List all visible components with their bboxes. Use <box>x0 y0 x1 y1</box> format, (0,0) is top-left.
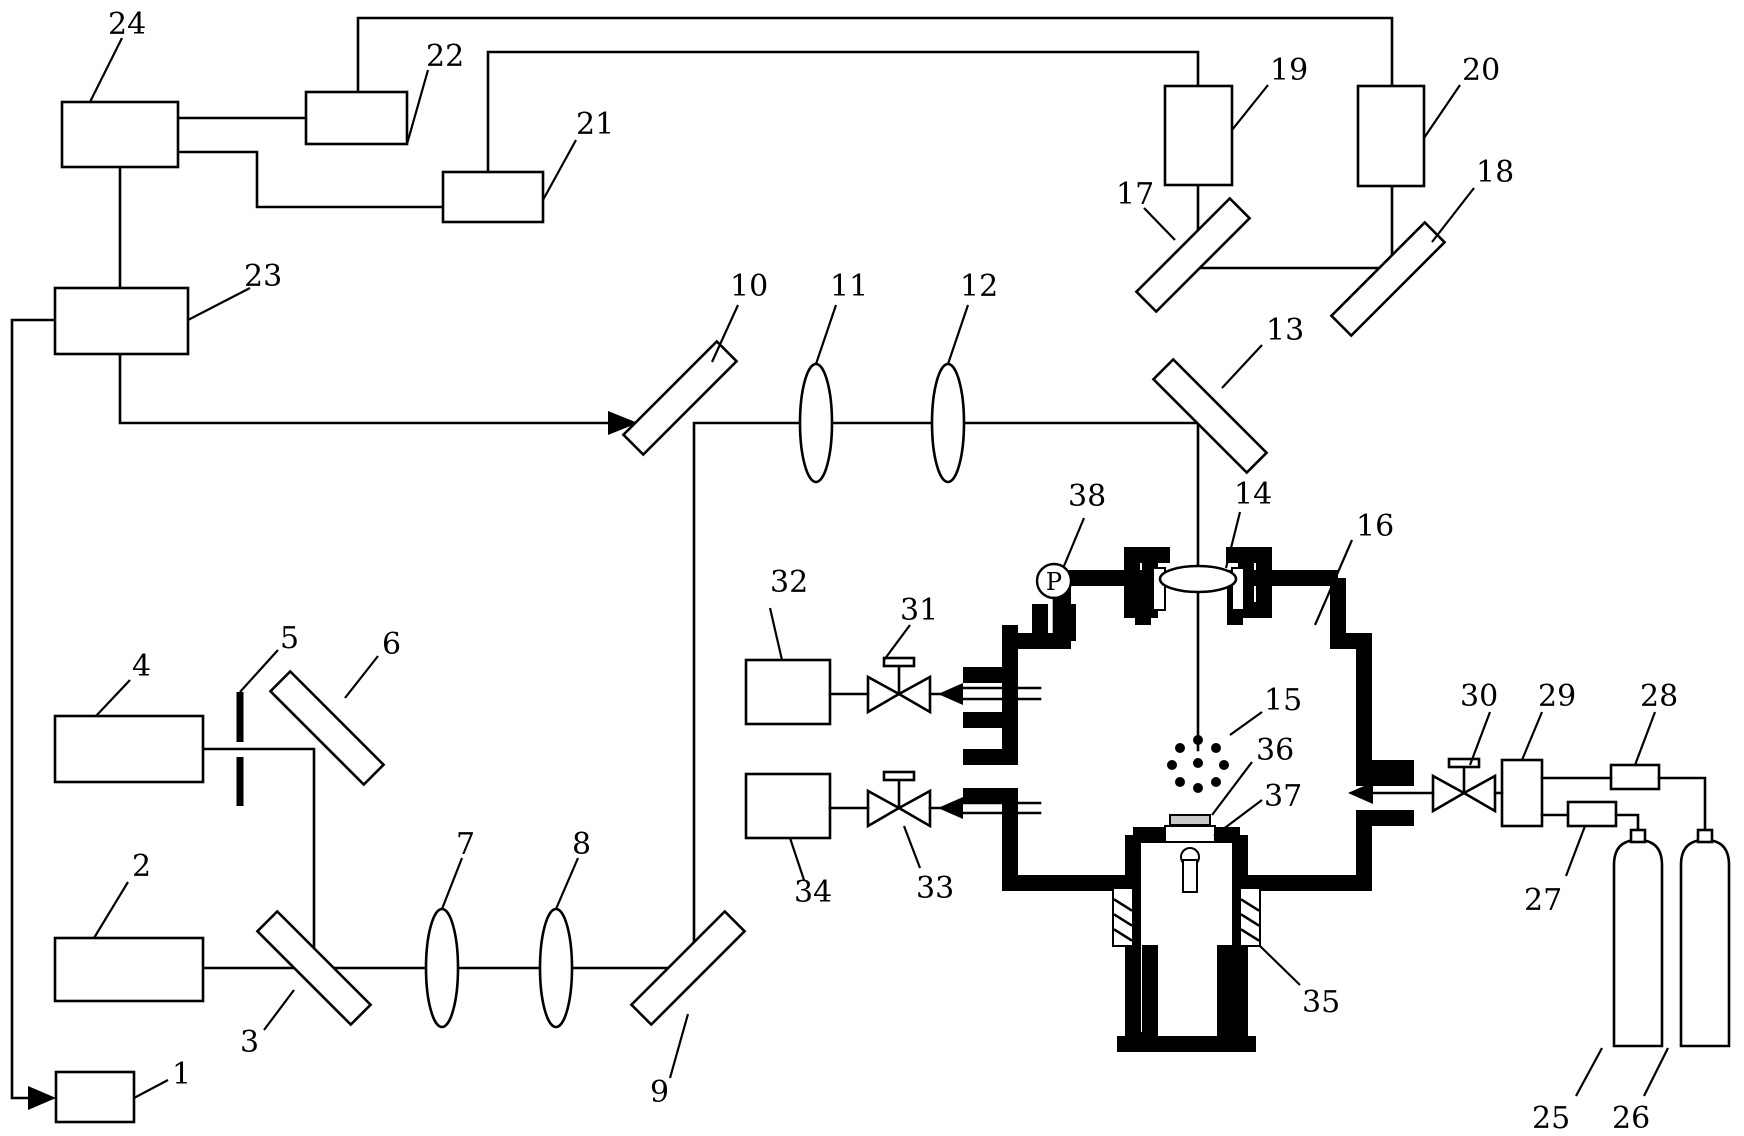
trigger-arrow-1 <box>28 1086 56 1110</box>
lens-11 <box>800 364 832 482</box>
label-32: 32 <box>770 565 808 600</box>
label-28: 28 <box>1640 679 1678 714</box>
label-16: 16 <box>1356 509 1394 544</box>
label-31: 31 <box>900 593 938 628</box>
lens-7 <box>426 909 458 1027</box>
lens-8 <box>540 909 572 1027</box>
box-4 <box>55 716 203 782</box>
label-34: 34 <box>794 875 832 910</box>
box-27 <box>1568 802 1616 826</box>
heater-rod <box>1183 860 1197 892</box>
sample-36 <box>1170 815 1210 825</box>
box-21 <box>443 172 543 222</box>
label-33: 33 <box>916 871 954 906</box>
box-2 <box>55 938 203 1001</box>
window-14 <box>1160 566 1236 592</box>
lens-12 <box>932 364 964 482</box>
label-4: 4 <box>132 649 151 684</box>
label-18: 18 <box>1476 155 1514 190</box>
valve-31 <box>830 658 963 712</box>
mirror-13 <box>1153 359 1266 472</box>
label-36: 36 <box>1256 733 1294 768</box>
valve-33 <box>830 772 963 826</box>
box-23 <box>55 288 188 354</box>
label-23: 23 <box>244 259 282 294</box>
box-32 <box>746 660 830 724</box>
label-19: 19 <box>1270 53 1308 88</box>
label-26: 26 <box>1612 1101 1650 1136</box>
vacuum-chamber <box>963 555 1414 1044</box>
box-22 <box>306 92 407 144</box>
label-17: 17 <box>1116 177 1154 212</box>
cylinder-25 <box>1614 840 1662 1046</box>
label-20: 20 <box>1462 53 1500 88</box>
label-24: 24 <box>108 7 146 42</box>
label-1: 1 <box>172 1057 191 1092</box>
holder-37 <box>1165 826 1215 842</box>
mirror-18 <box>1331 222 1444 335</box>
label-14: 14 <box>1234 477 1272 512</box>
cylinder-26 <box>1681 840 1729 1046</box>
box-34 <box>746 774 830 838</box>
box-20 <box>1358 86 1424 186</box>
label-35: 35 <box>1302 985 1340 1020</box>
flow-arrow-33 <box>938 797 963 819</box>
label-6: 6 <box>382 627 401 662</box>
label-27: 27 <box>1524 883 1562 918</box>
label-15: 15 <box>1264 683 1302 718</box>
component-labels: 1 2 3 4 5 6 7 8 9 10 11 12 13 14 15 16 1… <box>108 7 1678 1136</box>
label-10: 10 <box>730 269 768 304</box>
box-19 <box>1165 86 1232 185</box>
flow-arrow-31 <box>938 683 963 705</box>
mirror-10 <box>623 341 736 454</box>
label-21: 21 <box>576 107 614 142</box>
label-2: 2 <box>132 849 151 884</box>
label-13: 13 <box>1266 313 1304 348</box>
mirror-17 <box>1136 198 1249 311</box>
label-25: 25 <box>1532 1101 1570 1136</box>
label-9: 9 <box>650 1075 669 1110</box>
label-5: 5 <box>280 621 299 656</box>
label-12: 12 <box>960 269 998 304</box>
leader-lines <box>90 38 1668 1098</box>
box-29 <box>1502 760 1542 826</box>
pressure-gauge-symbol: P <box>1046 568 1062 596</box>
label-7: 7 <box>456 827 475 862</box>
label-11: 11 <box>830 269 868 304</box>
plasma-plume-15 <box>1167 735 1229 793</box>
label-30: 30 <box>1460 679 1498 714</box>
label-3: 3 <box>240 1025 259 1060</box>
mirror-6 <box>270 671 383 784</box>
label-8: 8 <box>572 827 591 862</box>
label-22: 22 <box>426 39 464 74</box>
box-24 <box>62 102 178 167</box>
label-37: 37 <box>1264 779 1302 814</box>
box-28 <box>1611 765 1659 789</box>
label-29: 29 <box>1538 679 1576 714</box>
label-38: 38 <box>1068 479 1106 514</box>
box-1 <box>56 1072 134 1122</box>
